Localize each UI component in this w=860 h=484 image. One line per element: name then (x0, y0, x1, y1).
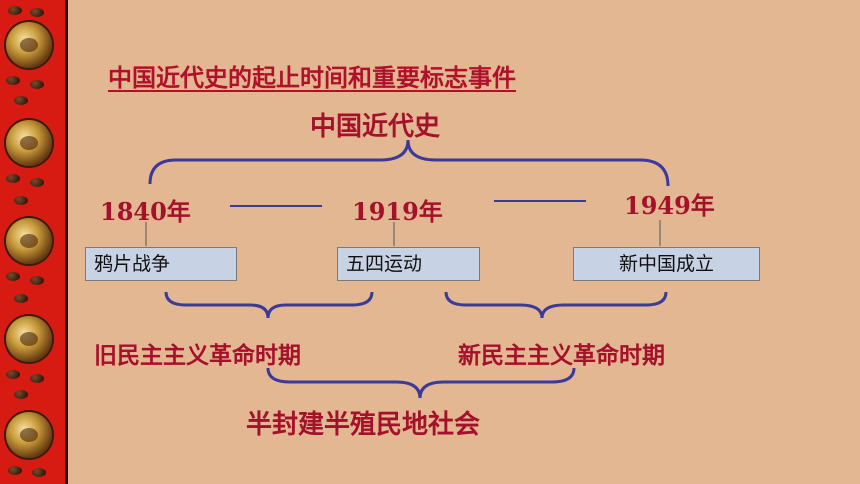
bean-ornament (6, 370, 20, 379)
bean-ornament (8, 6, 22, 15)
modern-history-label: 中国近代史 (310, 112, 441, 142)
society-label: 半封建半殖民地社会 (246, 410, 481, 440)
year-1840: 1840年 (100, 197, 191, 226)
decorative-border-strip (0, 0, 68, 484)
bean-ornament (6, 174, 20, 183)
bean-ornament (30, 374, 44, 383)
brace-society (266, 367, 576, 399)
brace-new-democratic (444, 291, 668, 319)
year-1949: 1949年 (624, 191, 715, 220)
bean-ornament (6, 272, 20, 281)
bean-ornament (14, 390, 28, 399)
bean-ornament (30, 8, 44, 17)
year-1919: 1919年 (352, 197, 443, 226)
bean-ornament (30, 80, 44, 89)
lion-head-icon (6, 218, 52, 264)
lion-head-icon (6, 120, 52, 166)
brace-old-democratic (164, 291, 374, 319)
bean-ornament (32, 468, 46, 477)
bean-ornament (14, 96, 28, 105)
page-title: 中国近代史的起止时间和重要标志事件 (108, 64, 516, 92)
lion-head-icon (6, 412, 52, 458)
bean-ornament (6, 76, 20, 85)
period-new-democratic: 新民主主义革命时期 (458, 343, 665, 369)
bean-ornament (30, 178, 44, 187)
top-brace (148, 139, 670, 187)
bean-ornament (30, 276, 44, 285)
bean-ornament (8, 466, 22, 475)
event-box-new-china: 新中国成立 (573, 247, 760, 281)
bean-ornament (14, 196, 28, 205)
lion-head-icon (6, 316, 52, 362)
lion-head-icon (6, 22, 52, 68)
bean-ornament (14, 294, 28, 303)
period-old-democratic: 旧民主主义革命时期 (94, 343, 301, 369)
event-box-opium-war: 鸦片战争 (85, 247, 237, 281)
event-box-may-fourth: 五四运动 (337, 247, 480, 281)
